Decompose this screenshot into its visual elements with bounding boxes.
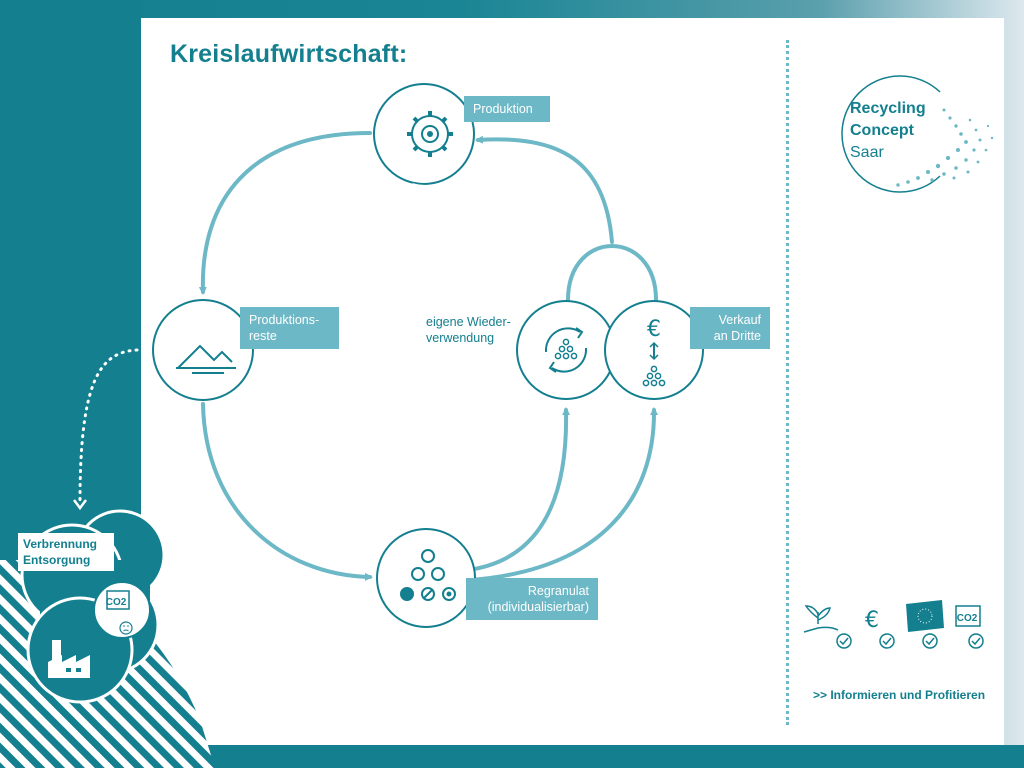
label-produktion: Produktion (464, 96, 550, 122)
label-disposal: Verbrennung Entsorgung (18, 533, 114, 571)
granulate-icon (400, 549, 456, 601)
benefit-euro: € (865, 608, 895, 649)
arrow-produktion-to-reste (198, 131, 372, 295)
arrow-regranulat-to-verkauf (468, 407, 659, 582)
logo-mark (841, 75, 994, 193)
arrow-regranulat-to-wiederverwendung (466, 407, 571, 572)
node-regranulat (376, 528, 476, 628)
arrow-reste-to-regranulat (201, 402, 373, 581)
label-wiederverwendung: eigene Wieder- verwendung (426, 315, 511, 345)
benefit-co2: CO2 (955, 605, 984, 649)
co2-sad-icon: CO2 (106, 590, 133, 635)
label-produktionsreste: Produktions- reste (240, 307, 339, 349)
node-produktionsreste (152, 299, 254, 401)
pile-icon (176, 344, 236, 374)
reuse-cycle-icon (544, 327, 588, 373)
svg-text:CO2: CO2 (106, 597, 127, 608)
benefit-eu (906, 600, 944, 649)
svg-text:€: € (647, 317, 661, 342)
recycling-concept-logo: Recycling Concept Saar (850, 100, 926, 161)
plant-hand-icon (803, 605, 839, 633)
bottom-band (0, 745, 1024, 768)
node-verkauf: € (604, 300, 704, 400)
node-wiederverwendung (516, 300, 616, 400)
dotted-divider (786, 40, 789, 725)
page-title: Kreislaufwirtschaft: (170, 40, 408, 68)
gear-icon (407, 111, 453, 157)
euro-icon: € (865, 608, 879, 633)
factory-icon (48, 640, 90, 678)
euro-exchange-icon: € (642, 317, 666, 387)
label-verkauf: Verkauf an Dritte (690, 307, 770, 349)
arrow-to-produktion (475, 135, 614, 244)
info-link[interactable]: >> Informieren und Profitieren (813, 688, 986, 702)
benefit-plant-hand (803, 605, 852, 649)
node-produktion (373, 83, 475, 191)
svg-text:CO2: CO2 (957, 613, 978, 624)
eu-flag-icon (906, 600, 944, 632)
arrow-to-disposal (78, 348, 139, 504)
arch-reuse-sale (566, 244, 658, 302)
co2-icon (955, 605, 981, 627)
label-regranulat: Regranulat (individualisierbar) (466, 578, 598, 620)
